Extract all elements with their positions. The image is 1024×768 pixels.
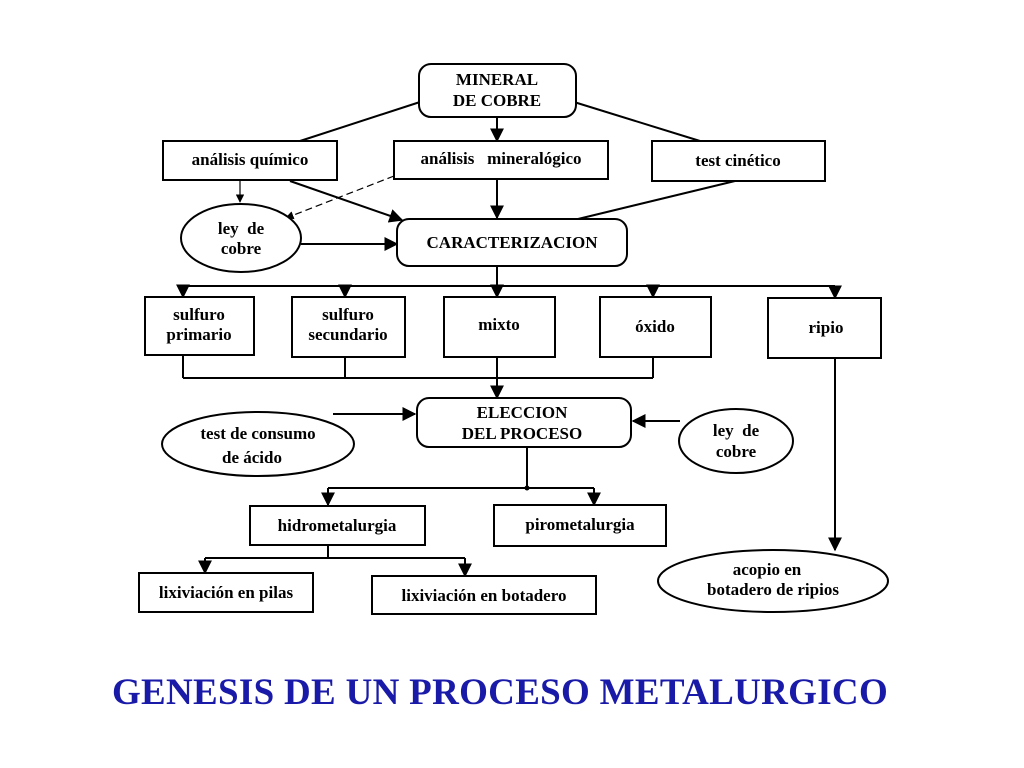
node-ley-cobre-1: ley de cobre (180, 203, 302, 273)
node-hidrometalurgia: hidrometalurgia (249, 505, 426, 546)
node-ley-cobre-1-line1: ley de (218, 219, 265, 238)
node-lixiviacion-botadero: lixiviación en botadero (371, 575, 597, 615)
node-ley-cobre-2: ley de cobre (678, 408, 794, 474)
node-analisis-mineralogico-label: análisis mineralógico (420, 149, 581, 168)
node-ripio: ripio (767, 297, 882, 359)
node-pirometalurgia-label: pirometalurgia (525, 515, 635, 534)
node-acopio-line2: botadero de ripios (707, 580, 839, 599)
node-analisis-mineralogico: análisis mineralógico (393, 140, 609, 180)
node-test-consumo-line2: de ácido (222, 448, 282, 467)
edge-mineral-test-cinetico (573, 101, 701, 142)
node-acopio: acopio en botadero de ripios (657, 549, 889, 613)
node-ley-cobre-2-line2: cobre (716, 442, 757, 461)
edge-cinetico-caracterizacion (577, 180, 736, 220)
node-test-consumo-line1: test de consumo (200, 424, 315, 443)
connectors (176, 101, 842, 578)
node-mineral-line2: DE COBRE (453, 91, 541, 110)
node-sulfuro-primario-line2: primario (166, 325, 231, 344)
node-pirometalurgia: pirometalurgia (493, 504, 667, 547)
node-test-cinetico: test cinético (651, 140, 826, 182)
node-acopio-line1: acopio en (733, 560, 802, 579)
node-eleccion-line2: DEL PROCESO (462, 424, 582, 443)
node-ley-cobre-2-line1: ley de (713, 421, 760, 440)
node-eleccion: ELECCION DEL PROCESO (416, 397, 632, 448)
node-sulfuro-secundario-line1: sulfuro (322, 305, 374, 324)
node-analisis-quimico-label: análisis químico (192, 150, 309, 169)
node-lixiviacion-pilas-label: lixiviación en pilas (159, 583, 294, 602)
node-lixiviacion-pilas: lixiviación en pilas (138, 572, 314, 613)
node-analisis-quimico: análisis químico (162, 140, 338, 181)
node-ley-cobre-1-line2: cobre (221, 239, 262, 258)
node-test-cinetico-label: test cinético (695, 151, 780, 170)
node-ripio-label: ripio (809, 318, 844, 337)
node-sulfuro-primario: sulfuro primario (144, 296, 255, 356)
node-sulfuro-secundario-line2: secundario (308, 325, 387, 344)
node-mixto-label: mixto (478, 315, 520, 334)
node-mixto: mixto (443, 296, 556, 358)
node-oxido-label: óxido (635, 317, 675, 336)
page-title: GENESIS DE UN PROCESO METALURGICO (111, 672, 889, 713)
node-oxido: óxido (599, 296, 712, 358)
edge-quimico-caracterizacion (289, 180, 404, 223)
node-caracterizacion-label: CARACTERIZACION (427, 233, 599, 252)
node-caracterizacion: CARACTERIZACION (396, 218, 628, 267)
node-lixiviacion-botadero-label: lixiviación en botadero (402, 586, 567, 605)
node-mineral: MINERAL DE COBRE (418, 63, 577, 118)
edge-mineralogico-ley (285, 175, 395, 220)
node-eleccion-line1: ELECCION (477, 403, 568, 422)
node-mineral-line1: MINERAL (456, 70, 538, 89)
node-test-consumo: test de consumo de ácido (161, 411, 355, 477)
node-hidrometalurgia-label: hidrometalurgia (278, 516, 397, 535)
node-sulfuro-primario-line1: sulfuro (173, 305, 225, 324)
node-sulfuro-secundario: sulfuro secundario (291, 296, 406, 358)
edge-mineral-analisis-quimico (299, 101, 421, 142)
